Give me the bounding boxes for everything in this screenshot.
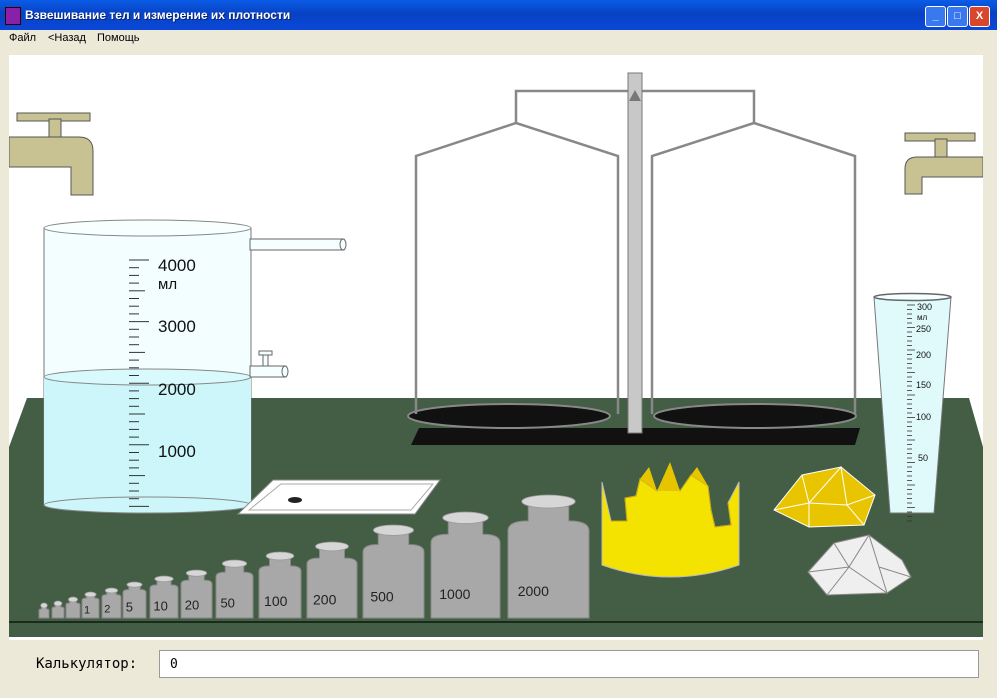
cylinder-scale [907,304,915,522]
tray[interactable] [236,479,441,515]
weight-label-2: 2 [104,604,110,616]
left-faucet-icon[interactable] [9,112,94,196]
balance-pillar [627,72,643,434]
weight-small-3[interactable] [65,596,81,619]
cylinder-mark-150: 150 [916,380,931,390]
cylinder-mark-200: 200 [916,350,931,360]
app-icon [5,7,21,25]
weight-500[interactable]: 500 [362,524,425,619]
menu-bar [0,30,997,48]
weight-200[interactable]: 200 [306,541,358,619]
beaker[interactable]: 4000 мл 3000 2000 1000 [43,219,347,514]
weight-label-20: 20 [185,597,199,612]
beaker-water [44,377,251,505]
crown-icon[interactable] [601,462,740,578]
title-bar[interactable]: Взвешивание тел и измерение их плотности… [0,0,997,30]
window-title: Взвешивание тел и измерение их плотности [25,8,291,22]
weight-label-100: 100 [264,593,288,609]
beaker-mark-4000: 4000 [158,256,196,275]
cylinder-mark-250: 250 [916,324,931,334]
calculator-input[interactable]: 0 [159,650,979,678]
silver-nugget-icon[interactable] [807,533,912,596]
weight-label-500: 500 [370,588,394,604]
weight-small-1[interactable] [38,602,50,619]
weight-label-1000: 1000 [439,586,470,602]
menu-file[interactable]: Файл [9,32,37,44]
weight-10[interactable]: 10 [149,575,179,619]
weight-50[interactable]: 50 [215,559,254,619]
minimize-button[interactable]: _ [925,6,946,27]
weight-label-5: 5 [126,600,133,615]
beaker-scale [129,259,149,507]
right-pan [653,403,857,429]
close-button[interactable]: X [969,6,990,27]
weight-label-2000: 2000 [518,583,549,599]
weight-2[interactable]: 2 [101,587,122,619]
right-faucet-icon[interactable] [904,132,983,195]
weight-label-1: 1 [84,604,90,616]
cylinder-unit: мл [917,313,928,322]
calculator-label: Калькулятор: [36,656,138,672]
weight-label-50: 50 [220,596,234,611]
left-pan [407,403,611,429]
beaker-mark-3000: 3000 [158,317,196,336]
menu-back[interactable]: <Назад [48,32,86,44]
balance-pointer [629,90,641,101]
cylinder-mark-100: 100 [916,412,931,422]
weight-20[interactable]: 20 [180,569,213,619]
beaker-mark-1000: 1000 [158,442,196,461]
measuring-cylinder[interactable]: 300 мл 250 200 150 100 50 [873,292,952,522]
weight-label-10: 10 [153,598,167,613]
weight-1000[interactable]: 1000 [430,511,501,619]
maximize-button[interactable]: □ [947,6,968,27]
weight-2000[interactable]: 2000 [507,494,590,619]
lab-scene: 4000 мл 3000 2000 1000 300 мл 250 [9,55,983,640]
weight-small-2[interactable] [51,600,65,619]
weights-set[interactable]: 1 2 5 10 20 50 100 200 500 1000 2000 [38,494,590,619]
drain-valve [249,365,287,378]
weight-1[interactable]: 1 [81,591,100,619]
cylinder-mark-300: 300 [917,302,932,312]
menu-help[interactable]: Помощь [97,32,140,44]
cylinder-mark-50: 50 [918,453,928,463]
balance-scale[interactable] [407,72,860,445]
beaker-unit: мл [158,276,177,293]
overflow-pipe [249,238,345,251]
gold-nugget-icon[interactable] [773,465,876,528]
weight-label-200: 200 [313,591,337,607]
weight-5[interactable]: 5 [122,581,147,619]
weight-100[interactable]: 100 [258,551,302,619]
beaker-mark-2000: 2000 [158,380,196,399]
